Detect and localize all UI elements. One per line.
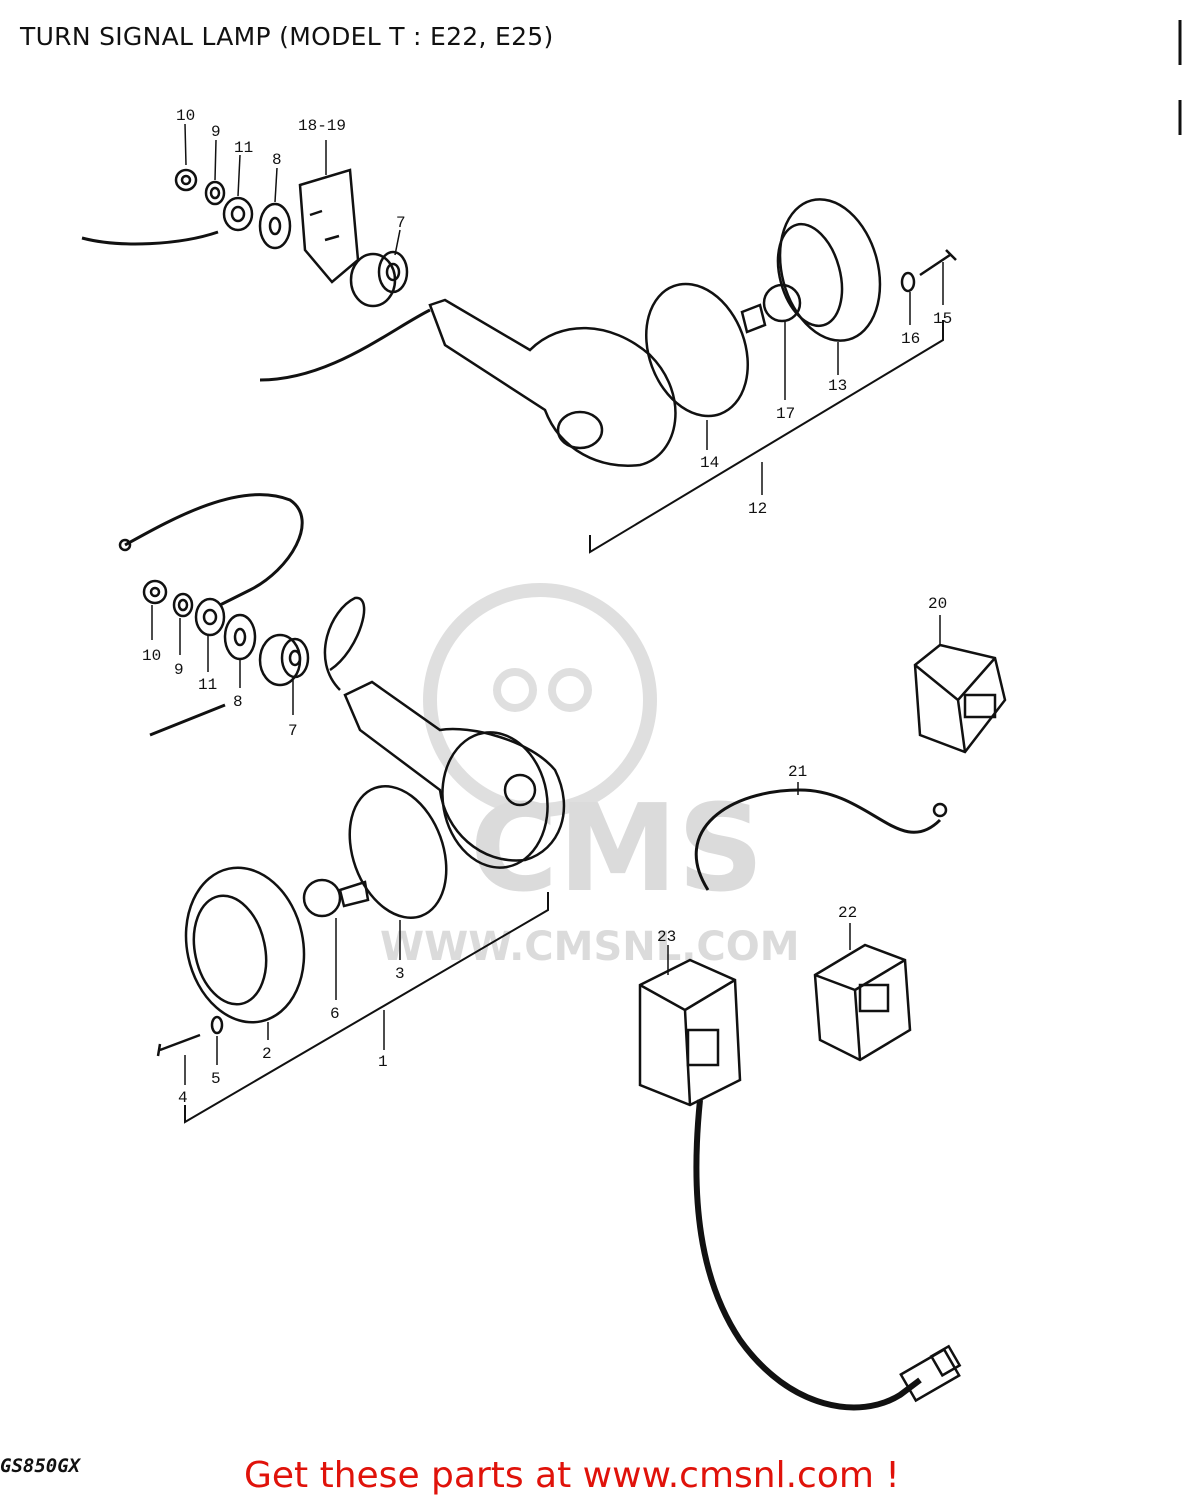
- lower-turn-signal-assembly: [118, 493, 566, 1124]
- callout-10-upper: 10: [176, 107, 195, 125]
- callout-16: 16: [901, 330, 920, 348]
- watermark-mascot-eye: [548, 668, 592, 712]
- callout-18-19: 18-19: [298, 117, 346, 135]
- ground-wire-part-21: [694, 788, 942, 891]
- callout-17: 17: [776, 405, 795, 423]
- washer-part-8-lower: [223, 613, 257, 661]
- promo-link[interactable]: Get these parts at www.cmsnl.com !: [244, 1455, 900, 1496]
- callout-13: 13: [828, 377, 847, 395]
- flasher-wire-harness-inner: [705, 1099, 896, 1398]
- callout-21: 21: [788, 763, 807, 781]
- grommet-part-7-lower: [258, 633, 310, 687]
- gasket-part-14: [645, 282, 749, 418]
- harness-connector: [899, 1344, 962, 1403]
- watermark-url: WWW.CMSNL.COM: [380, 924, 800, 970]
- callout-23: 23: [657, 928, 676, 946]
- callout-9-lower: 9: [174, 661, 184, 679]
- lamp-housing-socket-lower: [503, 773, 537, 807]
- lower-pigtail-wire: [323, 596, 366, 691]
- lamp-housing-rim-lower: [441, 731, 549, 869]
- callout-8-lower: 8: [233, 693, 243, 711]
- callout-11-lower: 11: [198, 676, 217, 694]
- watermark-brand: CMS: [470, 780, 764, 919]
- callout-1: 1: [378, 1053, 388, 1071]
- callout-22: 22: [838, 904, 857, 922]
- terminal-part-11-upper: [222, 196, 254, 232]
- callout-8-upper: 8: [272, 151, 282, 169]
- callout-11-upper: 11: [234, 139, 253, 157]
- callout-15: 15: [933, 310, 952, 328]
- bracket-part-18-19: [298, 168, 360, 284]
- relay-part-20: [913, 643, 1007, 754]
- upper-stem-wire: [259, 308, 431, 382]
- callout-3: 3: [395, 965, 405, 983]
- unit-part-22: [813, 943, 912, 1062]
- callout-12: 12: [748, 500, 767, 518]
- washer-part-16: [900, 271, 916, 293]
- bulb-part-6-lower: [302, 878, 370, 918]
- watermark: CMS WWW.CMSNL.COM: [380, 583, 800, 970]
- leader-line: [394, 229, 401, 256]
- callout-14: 14: [700, 454, 719, 472]
- lamp-housing-upper: [428, 298, 677, 467]
- callout-20: 20: [928, 595, 947, 613]
- callout-7-upper: 7: [396, 214, 406, 232]
- callout-5: 5: [211, 1070, 221, 1088]
- page-title: TURN SIGNAL LAMP (MODEL T : E22, E25): [20, 22, 554, 51]
- flasher-wire-harness: [693, 1099, 922, 1411]
- lock-washer-part-9-upper: [204, 180, 226, 206]
- leader-line: [184, 123, 187, 166]
- washer-part-8-upper: [258, 202, 292, 250]
- lamp-housing-socket-upper: [556, 410, 604, 450]
- leader-line: [214, 139, 217, 181]
- leader-line: [237, 154, 241, 197]
- callout-7-lower: 7: [288, 722, 298, 740]
- ground-wire-terminal: [932, 802, 948, 818]
- lens-part-13: [776, 198, 882, 342]
- gasket-part-3: [348, 785, 448, 919]
- assembly-bracket-1: [184, 892, 549, 1124]
- leader-line: [274, 167, 278, 203]
- terminal-part-11-lower: [194, 597, 226, 637]
- grommet-part-7-upper: [349, 250, 409, 308]
- watermark-mascot-eye: [493, 668, 537, 712]
- lock-washer-part-9-lower: [172, 592, 194, 618]
- flasher-unit-part-23: [638, 958, 742, 1107]
- watermark-mascot-head: [423, 583, 657, 817]
- lower-stray-wire: [149, 703, 226, 737]
- lower-lead-wire: [124, 493, 304, 607]
- callout-2: 2: [262, 1045, 272, 1063]
- callout-10-lower: 10: [142, 647, 161, 665]
- callout-labels: 10 9 11 8 18-19 7 14 17 13 16 15 12 10 9…: [142, 107, 952, 1107]
- lens-part-2: [184, 866, 306, 1024]
- screw-part-15: [919, 249, 957, 277]
- callout-9-upper: 9: [211, 123, 221, 141]
- upper-lead-wire: [81, 230, 219, 246]
- nut-part-10-lower: [142, 579, 168, 605]
- assembly-bracket-12: [589, 320, 944, 554]
- electrical-units: [638, 615, 1007, 1411]
- model-code: GS850GX: [0, 1455, 81, 1477]
- washer-part-5: [210, 1015, 224, 1035]
- nut-part-10-upper: [174, 168, 198, 192]
- wire-terminal-end: [118, 538, 132, 552]
- screw-part-4: [156, 1033, 201, 1057]
- upper-turn-signal-assembly: [81, 123, 957, 554]
- callout-4: 4: [178, 1089, 188, 1107]
- callout-6: 6: [330, 1005, 340, 1023]
